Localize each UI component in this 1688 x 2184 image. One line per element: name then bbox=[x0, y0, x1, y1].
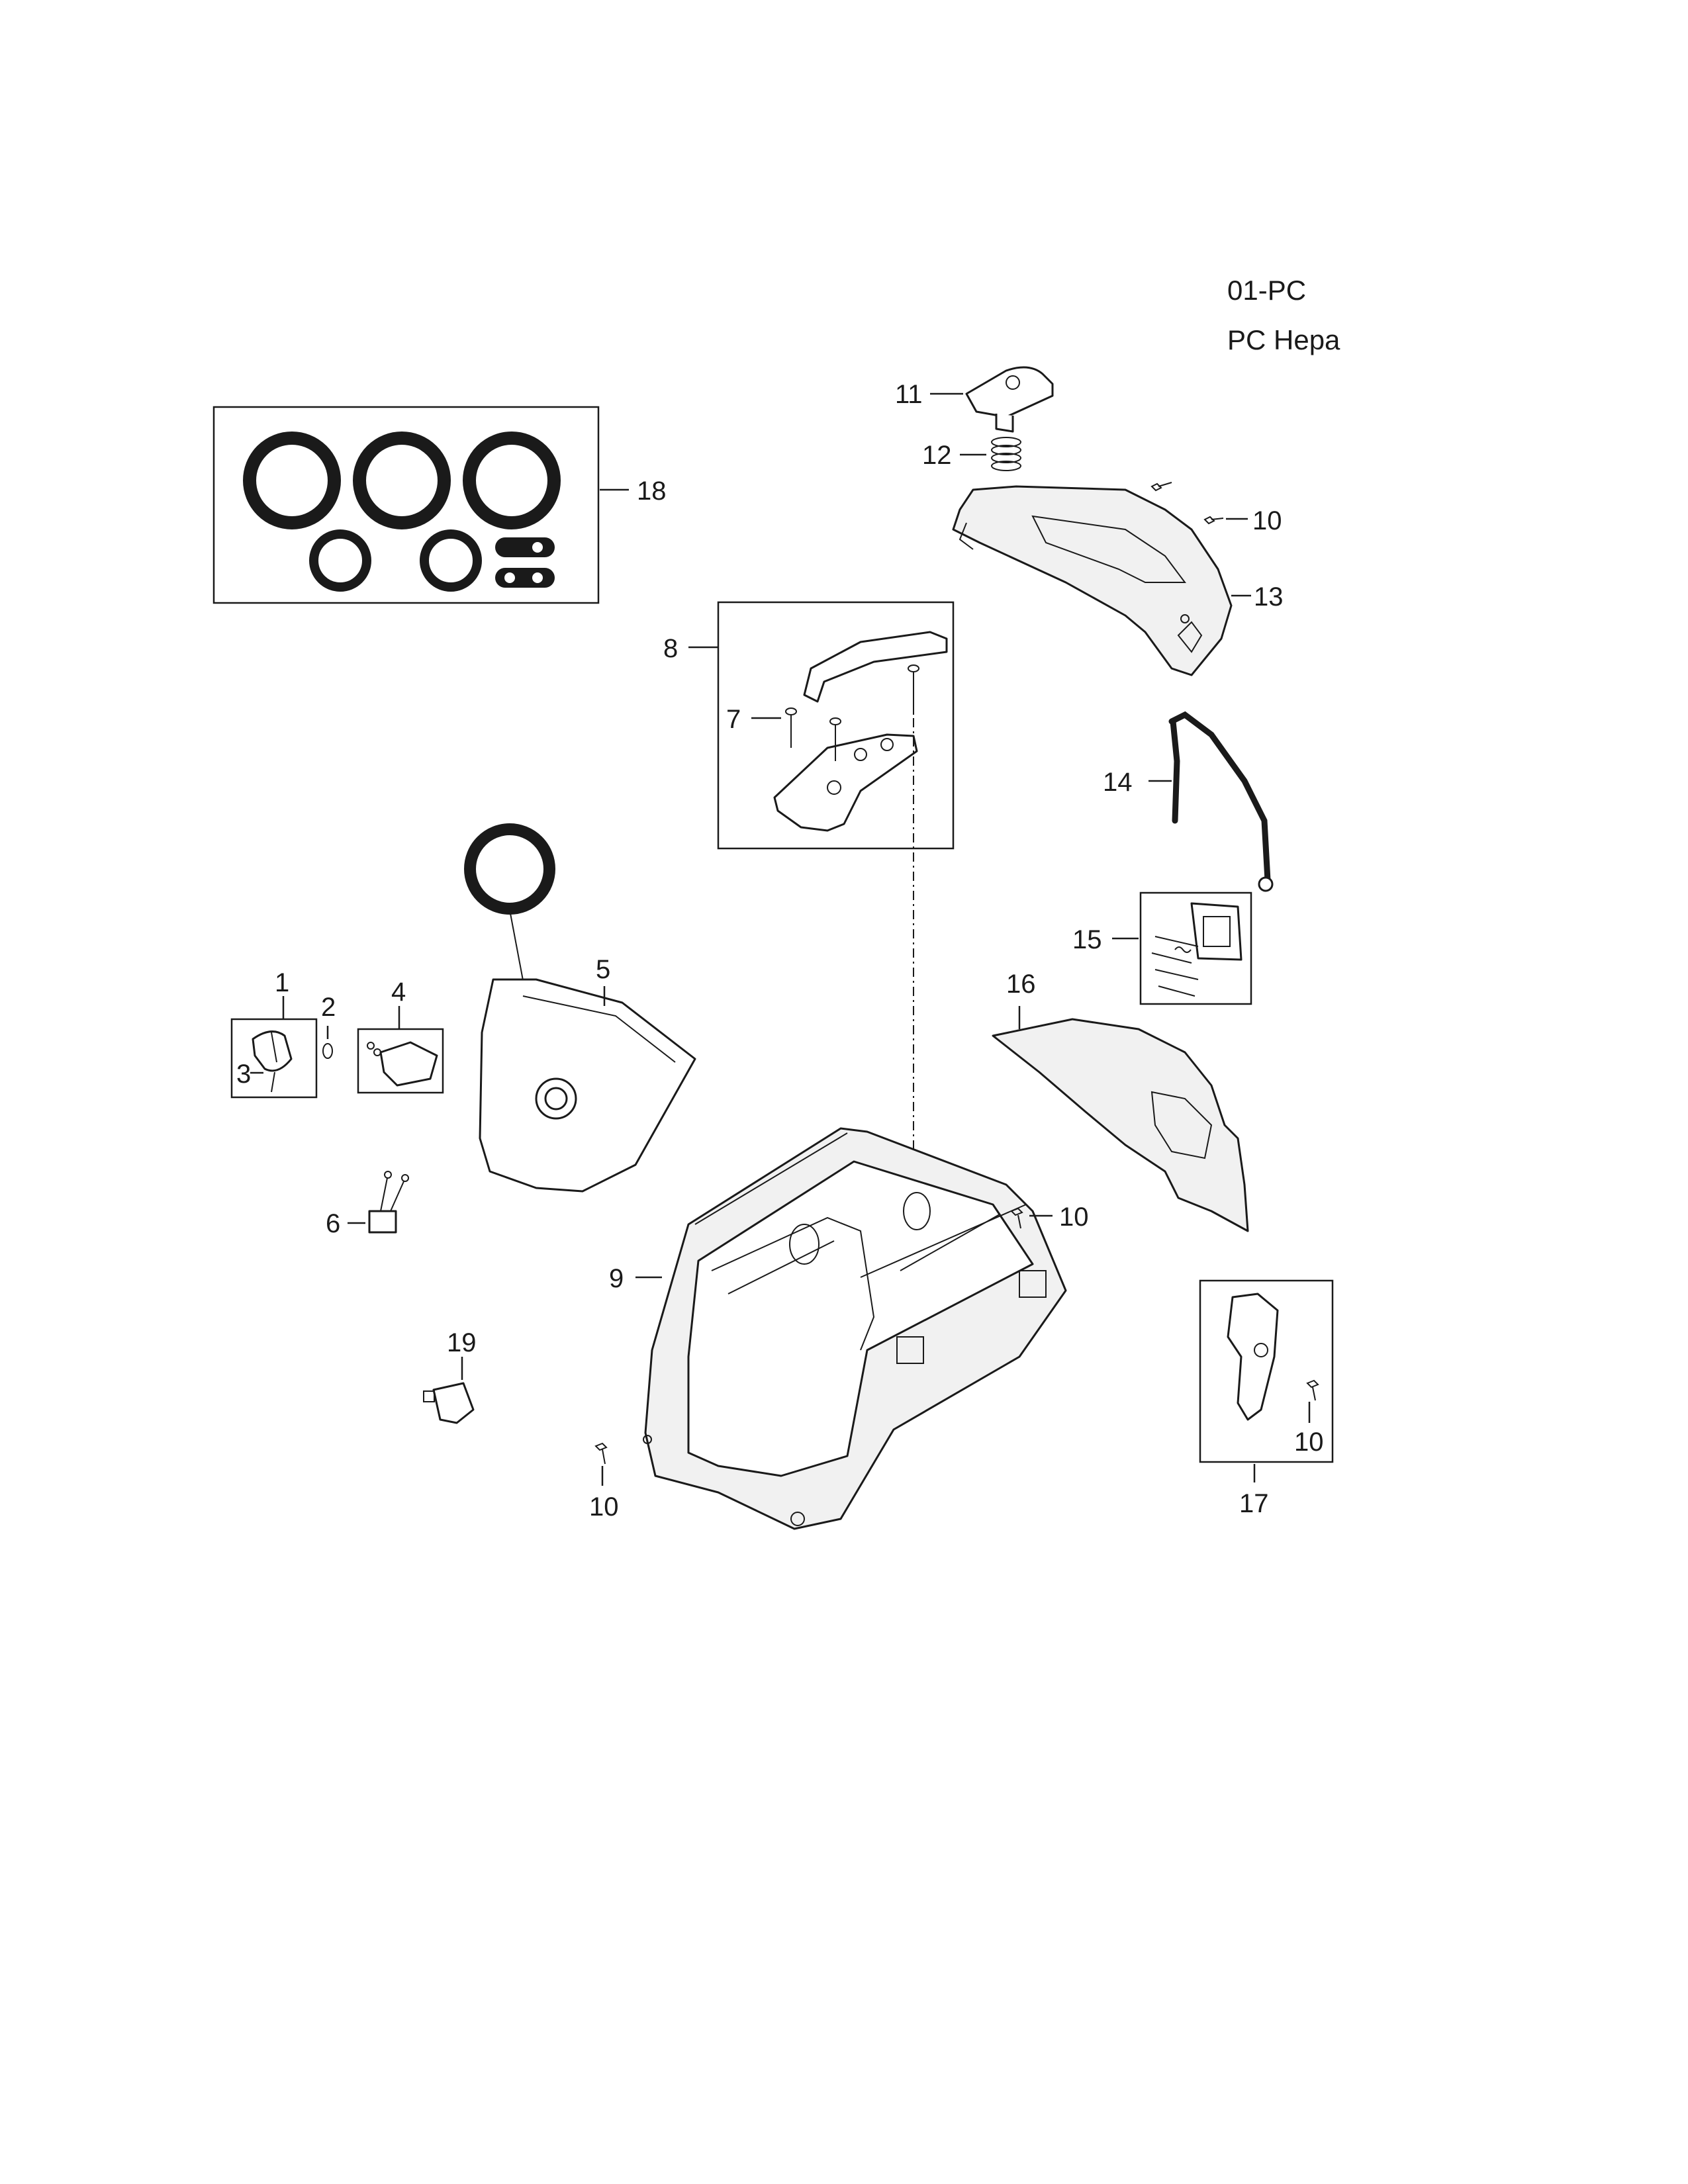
callout-2: 2 bbox=[321, 993, 336, 1022]
callout-15: 15 bbox=[1072, 925, 1102, 954]
callout-17: 17 bbox=[1239, 1489, 1269, 1518]
part-2-o-ring bbox=[322, 1026, 333, 1059]
callout-11: 11 bbox=[895, 380, 923, 409]
part-11-release-button bbox=[930, 366, 1054, 433]
part-1-knob bbox=[230, 996, 318, 1099]
callout-14: 14 bbox=[1103, 768, 1133, 797]
part-17-latch bbox=[1199, 1279, 1334, 1482]
callout-7: 7 bbox=[726, 705, 741, 734]
part-10-screw-lower bbox=[594, 1442, 608, 1486]
callout-12: 12 bbox=[922, 441, 952, 470]
part-12-spring bbox=[960, 437, 1021, 471]
part-15-latch-kit bbox=[1112, 891, 1252, 1005]
callout-1: 1 bbox=[275, 968, 289, 997]
callout-3: 3 bbox=[236, 1060, 251, 1089]
callout-10-housing: 10 bbox=[1059, 1203, 1089, 1232]
callout-16: 16 bbox=[1006, 970, 1036, 999]
callout-4: 4 bbox=[391, 978, 406, 1007]
part-8-handle-assembly bbox=[688, 601, 955, 850]
callout-13: 13 bbox=[1254, 582, 1284, 612]
part-14-wire-bracket bbox=[1149, 711, 1274, 892]
callout-10-box17: 10 bbox=[1294, 1428, 1324, 1457]
callout-19: 19 bbox=[447, 1328, 477, 1357]
callout-8: 8 bbox=[663, 634, 678, 663]
callout-6: 6 bbox=[326, 1209, 340, 1238]
callout-10-lower: 10 bbox=[589, 1492, 619, 1522]
part-6-capacitor bbox=[348, 1171, 409, 1234]
part-4-switch bbox=[357, 1006, 444, 1094]
part-19-switch bbox=[423, 1357, 475, 1424]
callout-5: 5 bbox=[596, 955, 610, 984]
page-code: 01-PC bbox=[1227, 275, 1307, 306]
callout-9: 9 bbox=[609, 1264, 624, 1293]
part-5-front-panel bbox=[464, 823, 696, 1193]
callout-10-top: 10 bbox=[1252, 506, 1282, 535]
part-18-dial-rings bbox=[212, 406, 629, 604]
page-title: PC Hepa bbox=[1227, 324, 1340, 355]
part-10-screw-housing bbox=[1010, 1207, 1053, 1229]
part-16-side-cover bbox=[992, 1006, 1249, 1232]
callout-18: 18 bbox=[637, 477, 667, 506]
part-9-main-housing bbox=[635, 1127, 1067, 1530]
part-13-top-cover bbox=[952, 482, 1251, 676]
